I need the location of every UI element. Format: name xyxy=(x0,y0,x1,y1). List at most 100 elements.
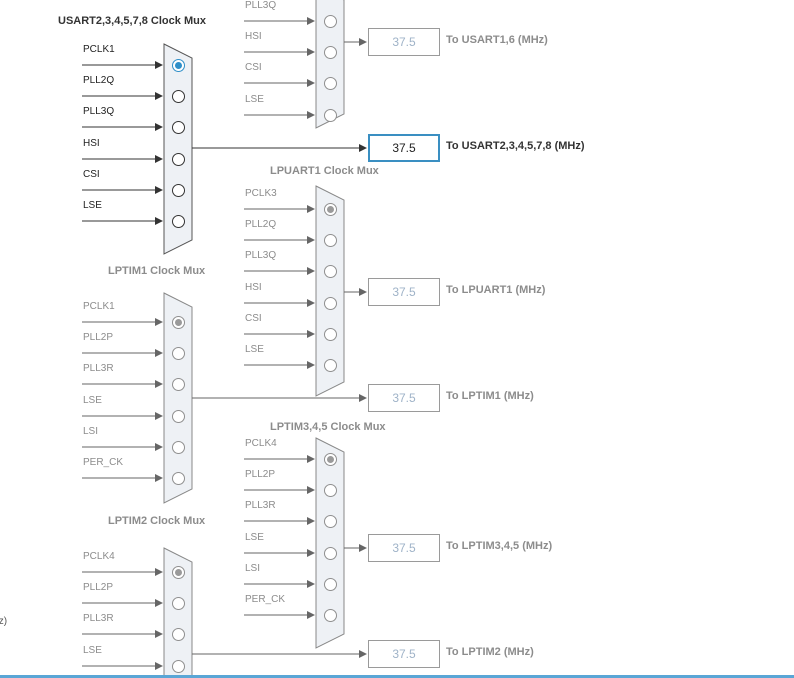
mux-input-lpuart1-1-arrowhead xyxy=(307,236,315,244)
mux-body-lptim1 xyxy=(163,292,193,504)
mux-title-lptim2: LPTIM2 Clock Mux xyxy=(108,515,206,527)
mux-body-usart16 xyxy=(315,0,345,129)
mux-input-lptim1-5-arrowhead xyxy=(155,474,163,482)
mux-input-lptim1-4-arrowhead xyxy=(155,443,163,451)
mux-title-usart2345: USART2,3,4,5,7,8 Clock Mux xyxy=(58,15,206,27)
mux-radio-lptim345-0[interactable] xyxy=(324,453,337,466)
output-frequency-lptim2[interactable]: 37.5 xyxy=(368,640,440,668)
mux-input-label-lptim1-1: PLL2P xyxy=(83,332,114,343)
mux-radio-lptim1-1[interactable] xyxy=(172,347,185,360)
mux-input-lptim345-3-arrowhead xyxy=(307,549,315,557)
mux-input-label-lptim345-1: PLL2P xyxy=(245,469,276,480)
mux-radio-lptim345-5[interactable] xyxy=(324,609,337,622)
mux-input-label-usart2345-2: PLL3Q xyxy=(83,106,115,117)
mux-input-label-usart2345-3: HSI xyxy=(83,138,100,149)
mux-radio-lptim2-1[interactable] xyxy=(172,597,185,610)
horizontal-scrollbar[interactable] xyxy=(0,675,794,678)
mux-radio-lptim345-1[interactable] xyxy=(324,484,337,497)
mux-radio-lptim1-5[interactable] xyxy=(172,472,185,485)
mux-input-label-lptim345-5: PER_CK xyxy=(245,594,286,605)
mux-input-lptim345-4-arrowhead xyxy=(307,580,315,588)
mux-radio-usart16-1[interactable] xyxy=(324,46,337,59)
mux-input-lptim345-1-arrowhead xyxy=(307,486,315,494)
mux-input-label-lpuart1-1: PLL2Q xyxy=(245,219,277,230)
mux-radio-lpuart1-5[interactable] xyxy=(324,359,337,372)
output-frequency-lptim345[interactable]: 37.5 xyxy=(368,534,440,562)
mux-input-usart2345-2-arrowhead xyxy=(155,123,163,131)
mux-input-lptim1-2-arrowhead xyxy=(155,380,163,388)
mux-input-usart2345-0-arrowhead xyxy=(155,61,163,69)
mux-input-label-lpuart1-0: PCLK3 xyxy=(245,188,277,199)
mux-input-lptim2-2-arrowhead xyxy=(155,630,163,638)
mux-input-usart16-0-arrowhead xyxy=(307,17,315,25)
mux-radio-lptim2-2[interactable] xyxy=(172,628,185,641)
output-wire-usart16-arrowhead xyxy=(359,38,367,46)
output-frequency-usart2345[interactable]: 37.5 xyxy=(368,134,440,162)
mux-input-label-lpuart1-2: PLL3Q xyxy=(245,250,277,261)
mux-input-lpuart1-3-arrowhead xyxy=(307,299,315,307)
mux-body-usart2345 xyxy=(163,43,193,255)
mux-radio-lptim1-4[interactable] xyxy=(172,441,185,454)
mux-radio-usart16-0[interactable] xyxy=(324,15,337,28)
mux-radio-lpuart1-0[interactable] xyxy=(324,203,337,216)
mux-input-usart2345-4-arrowhead xyxy=(155,186,163,194)
mux-input-lpuart1-0-arrowhead xyxy=(307,205,315,213)
mux-input-label-lptim1-2: PLL3R xyxy=(83,363,114,374)
mux-input-label-usart2345-4: CSI xyxy=(83,169,100,180)
mux-input-label-usart2345-5: LSE xyxy=(83,200,102,211)
mux-radio-usart2345-5[interactable] xyxy=(172,215,185,228)
mux-input-lptim2-0-arrowhead xyxy=(155,568,163,576)
mux-input-lpuart1-2-arrowhead xyxy=(307,267,315,275)
mux-input-label-lptim345-2: PLL3R xyxy=(245,500,276,511)
mux-radio-lptim345-3[interactable] xyxy=(324,547,337,560)
mux-radio-lpuart1-3[interactable] xyxy=(324,297,337,310)
mux-radio-usart2345-1[interactable] xyxy=(172,90,185,103)
output-frequency-lpuart1[interactable]: 37.5 xyxy=(368,278,440,306)
mux-radio-lpuart1-1[interactable] xyxy=(324,234,337,247)
mux-input-label-usart16-1: HSI xyxy=(245,31,262,42)
mux-input-label-lpuart1-4: CSI xyxy=(245,313,262,324)
mux-input-label-lptim2-0: PCLK4 xyxy=(83,551,115,562)
mux-radio-usart2345-3[interactable] xyxy=(172,153,185,166)
mux-input-usart16-3-arrowhead xyxy=(307,111,315,119)
mux-input-usart2345-1-arrowhead xyxy=(155,92,163,100)
mux-input-lptim1-3-arrowhead xyxy=(155,412,163,420)
output-label-lptim345: To LPTIM3,4,5 (MHz) xyxy=(446,540,553,552)
mux-input-label-lptim345-0: PCLK4 xyxy=(245,438,277,449)
mux-input-lptim1-1-arrowhead xyxy=(155,349,163,357)
mux-radio-lpuart1-4[interactable] xyxy=(324,328,337,341)
mux-input-label-usart2345-0: PCLK1 xyxy=(83,44,115,55)
mux-input-usart2345-5-arrowhead xyxy=(155,217,163,225)
mux-input-usart16-2-arrowhead xyxy=(307,79,315,87)
mux-radio-lptim2-0[interactable] xyxy=(172,566,185,579)
mux-radio-lptim1-3[interactable] xyxy=(172,410,185,423)
mux-radio-usart2345-2[interactable] xyxy=(172,121,185,134)
mux-radio-usart16-2[interactable] xyxy=(324,77,337,90)
mux-input-label-lptim345-4: LSI xyxy=(245,563,261,574)
mux-title-lptim1: LPTIM1 Clock Mux xyxy=(108,265,206,277)
mux-radio-lptim345-2[interactable] xyxy=(324,515,337,528)
mux-radio-usart2345-4[interactable] xyxy=(172,184,185,197)
mux-radio-lptim1-2[interactable] xyxy=(172,378,185,391)
mux-input-label-lptim1-5: PER_CK xyxy=(83,457,124,468)
output-wire-lpuart1-arrowhead xyxy=(359,288,367,296)
mux-input-lptim2-1-arrowhead xyxy=(155,599,163,607)
output-frequency-lptim1[interactable]: 37.5 xyxy=(368,384,440,412)
mux-title-lpuart1: LPUART1 Clock Mux xyxy=(270,165,379,177)
left-edge-text-3: Iz) xyxy=(0,616,8,627)
mux-radio-lpuart1-2[interactable] xyxy=(324,265,337,278)
mux-input-label-lpuart1-3: HSI xyxy=(245,282,262,293)
mux-input-lptim2-3-arrowhead xyxy=(155,662,163,670)
output-frequency-usart16[interactable]: 37.5 xyxy=(368,28,440,56)
mux-body-lptim2 xyxy=(163,547,193,678)
mux-radio-usart2345-0[interactable] xyxy=(172,59,185,72)
mux-radio-lptim1-0[interactable] xyxy=(172,316,185,329)
output-wire-usart2345-arrowhead xyxy=(359,144,367,152)
mux-input-label-lptim1-4: LSI xyxy=(83,426,99,437)
mux-radio-usart16-3[interactable] xyxy=(324,109,337,122)
output-wire-lptim2-arrowhead xyxy=(359,650,367,658)
mux-radio-lptim2-3[interactable] xyxy=(172,660,185,673)
mux-body-lptim345 xyxy=(315,437,345,649)
mux-title-lptim345: LPTIM3,4,5 Clock Mux xyxy=(270,421,386,433)
mux-radio-lptim345-4[interactable] xyxy=(324,578,337,591)
